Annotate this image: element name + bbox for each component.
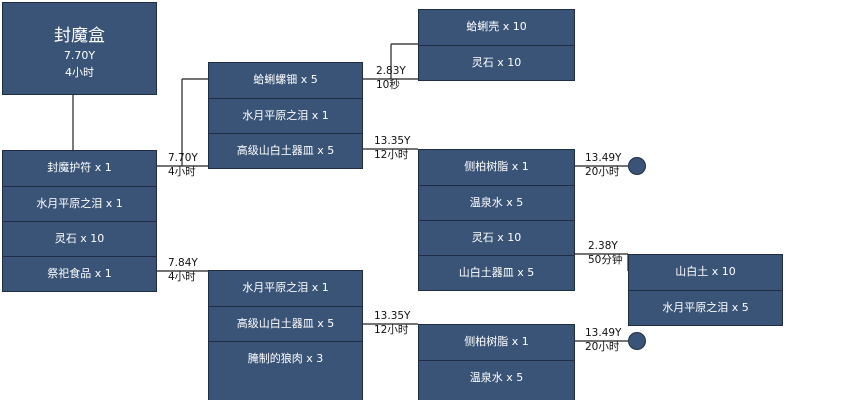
root-title: 封魔盒	[54, 26, 105, 46]
block-shanbai: 山白土 x 10 水月平原之泪 x 5	[628, 254, 783, 326]
edge-cost: 13.49Y	[585, 327, 622, 339]
edge-cost: 13.49Y	[585, 152, 622, 164]
block-cell: 水月平原之泪 x 1	[209, 98, 362, 133]
edge-time: 4小时	[168, 271, 196, 283]
block-cell: 温泉水 x 5	[419, 185, 574, 220]
edge-time: 10秒	[376, 79, 400, 91]
edge-cost: 2.83Y	[376, 65, 406, 77]
block-cell: 温泉水 x 5	[419, 360, 574, 395]
block-cell: 高级山白土器皿 x 5	[209, 306, 362, 341]
edge-cost: 7.84Y	[168, 257, 198, 269]
root-time: 4小时	[65, 66, 94, 79]
edge-label-shuzhi-2: 13.49Y 20小时	[585, 326, 621, 354]
block-cell: 灵石 x 10	[419, 45, 574, 80]
edge-time: 12小时	[374, 149, 409, 161]
block-cell: 高级山白土器皿 x 5	[209, 133, 362, 168]
block-cell: 蛤蜊螺钿 x 5	[253, 73, 318, 86]
root-node: 封魔盒 7.70Y 4小时	[2, 2, 157, 95]
edge-label-hufu: 7.70Y 4小时	[168, 151, 198, 179]
block-cell: 祭祀食品 x 1	[3, 256, 156, 291]
edge-cost: 13.35Y	[374, 135, 411, 147]
block-cell: 腌制的狼肉 x 3	[209, 341, 362, 376]
edge-label-shuzhi-1: 13.49Y 20小时	[585, 151, 621, 179]
block-cell: 侧柏树脂 x 1	[464, 335, 529, 348]
block-hufu: 蛤蜊螺钿 x 5 水月平原之泪 x 1 高级山白土器皿 x 5	[208, 62, 363, 169]
block-cell: 山白土 x 10	[675, 265, 736, 278]
block-qimin-2: 侧柏树脂 x 1 温泉水 x 5	[418, 324, 575, 400]
block-cell: 山白土器皿 x 5	[419, 255, 574, 290]
block-luodian: 蛤蜊壳 x 10 灵石 x 10	[418, 9, 575, 81]
block-cell: 蛤蜊壳 x 10	[466, 20, 527, 33]
edge-label-luodian: 2.83Y 10秒	[376, 64, 406, 92]
block-cell: 灵石 x 10	[3, 221, 156, 256]
edge-cost: 13.35Y	[374, 310, 411, 322]
block-cell: 水月平原之泪 x 1	[3, 186, 156, 221]
edge-time: 20小时	[585, 341, 620, 353]
block-cell: 侧柏树脂 x 1	[464, 160, 529, 173]
edge-label-qimin-1: 13.35Y 12小时	[374, 134, 410, 162]
block-cell: 封魔护符 x 1	[47, 161, 112, 174]
block-qimin-1: 侧柏树脂 x 1 温泉水 x 5 灵石 x 10 山白土器皿 x 5	[418, 149, 575, 291]
leaf-node	[628, 157, 646, 175]
edge-cost: 7.70Y	[168, 152, 198, 164]
leaf-node	[628, 332, 646, 350]
block-main: 封魔护符 x 1 水月平原之泪 x 1 灵石 x 10 祭祀食品 x 1	[2, 150, 157, 292]
block-cell: 水月平原之泪 x 5	[629, 290, 782, 325]
edge-label-shanbai: 2.38Y 50分钟	[588, 239, 622, 267]
block-cell: 灵石 x 10	[419, 220, 574, 255]
edge-time: 50分钟	[588, 254, 623, 266]
block-cell: 水月平原之泪 x 1	[242, 281, 329, 294]
edge-time: 20小时	[585, 166, 620, 178]
edge-cost: 2.38Y	[588, 240, 618, 252]
block-jisi: 水月平原之泪 x 1 高级山白土器皿 x 5 腌制的狼肉 x 3	[208, 270, 363, 400]
edge-label-jisi: 7.84Y 4小时	[168, 256, 198, 284]
edge-time: 4小时	[168, 166, 196, 178]
edge-label-qimin-2: 13.35Y 12小时	[374, 309, 410, 337]
edge-time: 12小时	[374, 324, 409, 336]
root-cost: 7.70Y	[63, 49, 96, 62]
